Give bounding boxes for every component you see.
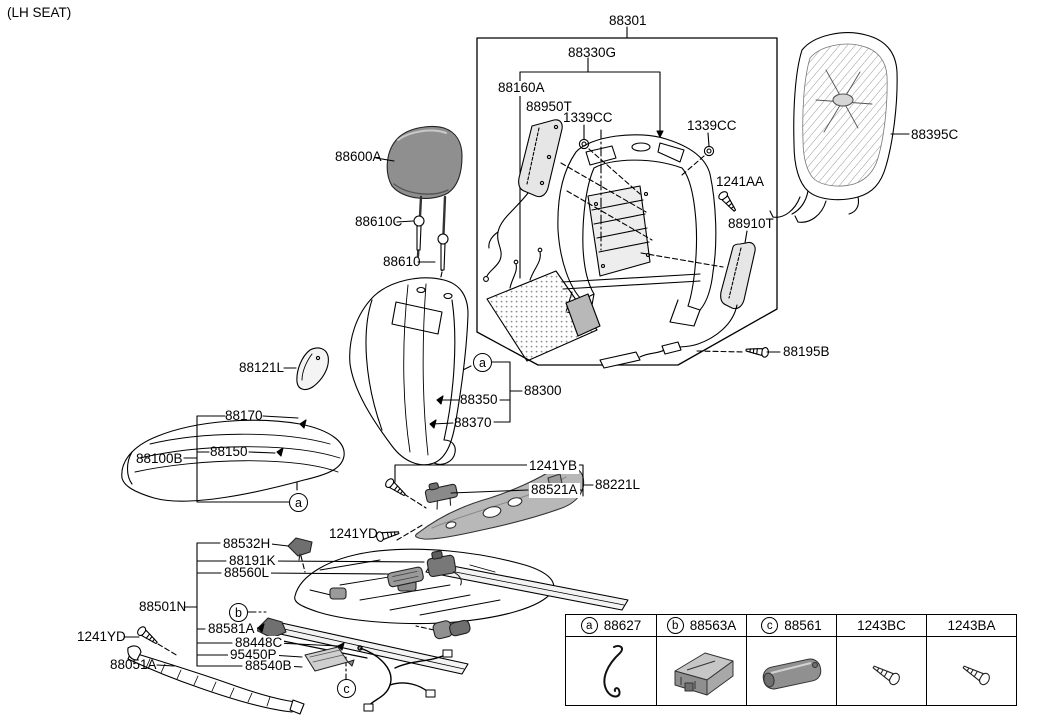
- part-label-88170: 88170: [225, 408, 263, 423]
- headrest-drawing: [386, 125, 463, 272]
- part-label-88540B: 88540B: [243, 658, 294, 674]
- trim-88051A-drawing: [123, 636, 305, 715]
- part-label-88160A: 88160A: [496, 80, 547, 96]
- screw-1241YD-left: [135, 624, 161, 648]
- switch-88191K-drawing: [426, 550, 462, 586]
- side-airbag-88950T-drawing: [483, 119, 563, 282]
- wiring-harness-88540B-drawing: [357, 645, 453, 712]
- table-col-1243BC: 1243BC: [836, 615, 926, 705]
- callout-a-seatback: a: [473, 353, 492, 372]
- back-panel-88395C-drawing: [769, 32, 898, 223]
- module-88910T-drawing: [599, 230, 756, 369]
- part-label-88910T: 88910T: [728, 216, 774, 231]
- part-label-88448C: 88448C: [233, 635, 285, 651]
- part-label-88100B: 88100B: [136, 451, 183, 466]
- seat-cushion-drawing: [121, 419, 345, 502]
- table-col-88563A: b 88563A: [656, 615, 746, 705]
- ecu-95450P-drawing: [304, 646, 355, 672]
- bracket-88330G: [519, 57, 664, 279]
- callout-b-track: b: [229, 603, 248, 622]
- part-label-1339CC-2: 1339CC: [687, 118, 737, 133]
- part-label-1241AA: 1241AA: [716, 174, 765, 189]
- part-label-88521A: 88521A: [529, 482, 580, 498]
- part-label-88610: 88610: [383, 254, 421, 269]
- part-label-88581A: 88581A: [206, 621, 257, 637]
- screw-1243BA-drawing: [961, 665, 990, 686]
- table-col-88561: c 88561: [746, 615, 836, 705]
- left-leaders: [183, 133, 910, 503]
- screw-1241AA: [716, 189, 740, 215]
- part-label-88195B: 88195B: [783, 344, 830, 359]
- nut-1339CC-left: [578, 124, 590, 150]
- screw-1243BC-drawing: [871, 665, 900, 686]
- screw-1241YB: [383, 476, 409, 500]
- bracket-88501N: [183, 542, 425, 668]
- callout-c-harness: c: [337, 679, 356, 698]
- seatback-mat-drawing: [486, 247, 601, 362]
- part-label-88191K: 88191K: [227, 553, 278, 569]
- seat-back-frame-drawing: [557, 134, 717, 327]
- part-label-88600A: 88600A: [335, 149, 382, 164]
- diagram-title: (LH SEAT): [7, 5, 72, 20]
- callout-a-table: a: [580, 617, 598, 634]
- table-col-88627: a 88627: [566, 615, 656, 705]
- screw-1241YD-mid: [375, 527, 401, 543]
- switch-88521A-drawing: [424, 482, 458, 510]
- screw-88195B: [744, 344, 770, 359]
- motor-drawing: [432, 619, 471, 640]
- part-label-88301: 88301: [609, 13, 647, 28]
- part-label-88121L: 88121L: [239, 360, 285, 375]
- clip-88532H-drawing: [287, 537, 313, 561]
- table-part-number: 88627: [603, 618, 642, 633]
- module-88560L-drawing: [387, 566, 424, 588]
- part-label-88051A: 88051A: [110, 657, 157, 672]
- part-label-88610C: 88610C: [355, 214, 403, 229]
- side-member-88121L-drawing: [296, 347, 329, 391]
- table-part-number: 88561: [784, 618, 822, 633]
- assembly-dashed-lines: [157, 148, 745, 657]
- part-label-1339CC-1: 1339CC: [563, 110, 613, 125]
- table-part-number: 88563A: [689, 618, 737, 633]
- callout-a-cushion: a: [289, 493, 308, 512]
- part-label-1241YD-2: 1241YD: [77, 629, 126, 644]
- part-label-88350: 88350: [460, 392, 498, 407]
- part-label-88501N: 88501N: [139, 599, 187, 614]
- part-label-88560L: 88560L: [222, 565, 272, 581]
- subassembly-box: [476, 26, 778, 366]
- table-part-number: 1243BC: [857, 618, 906, 633]
- bracket-88300: [431, 361, 523, 425]
- headrest-guide-88610C: [413, 215, 425, 251]
- shield-88221L-drawing: [415, 465, 585, 540]
- hook-wire-drawing: [603, 644, 624, 698]
- part-label-88150: 88150: [210, 444, 248, 459]
- part-label-88330G: 88330G: [568, 45, 617, 60]
- headrest-guide-88610: [437, 233, 449, 271]
- seat-track-assembly-drawing: [261, 548, 629, 675]
- seat-back-cushion-drawing: [349, 277, 469, 466]
- part-label-1241YD-1: 1241YD: [329, 526, 378, 541]
- part-label-88221L: 88221L: [595, 477, 641, 492]
- part-label-88950T: 88950T: [526, 99, 572, 114]
- nut-1339CC-right: [703, 132, 715, 157]
- part-label-88300: 88300: [524, 383, 562, 398]
- part-label-88395C: 88395C: [911, 127, 959, 142]
- clip-88563A-drawing: [674, 652, 733, 696]
- part-label-88532H: 88532H: [221, 536, 273, 552]
- table-col-1243BA: 1243BA: [926, 615, 1016, 705]
- callout-b-table: b: [666, 617, 684, 634]
- part-label-1241YB: 1241YB: [527, 458, 580, 474]
- reference-table: a 88627 b 88563A: [565, 614, 1017, 706]
- table-part-number: 1243BA: [947, 618, 996, 633]
- callout-c-table: c: [761, 617, 779, 634]
- part-label-88370: 88370: [454, 415, 492, 430]
- clip-88561-drawing: [762, 658, 821, 690]
